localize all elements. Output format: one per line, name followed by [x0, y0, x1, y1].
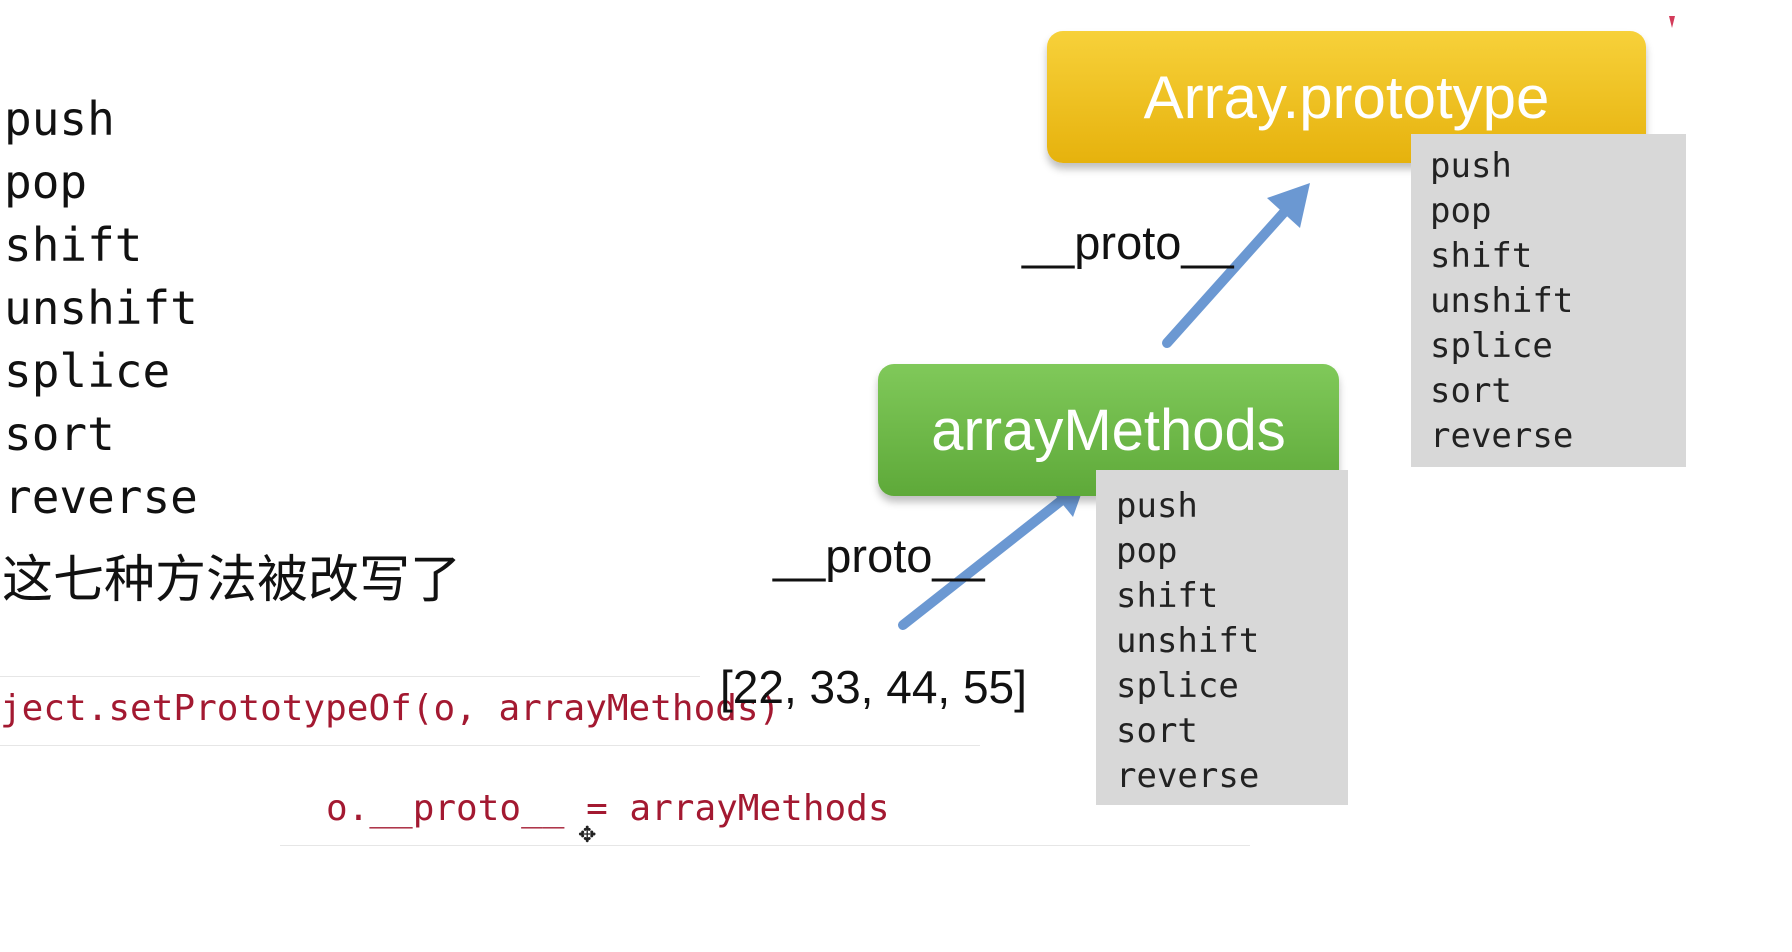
method-item: shift	[4, 218, 143, 272]
method-item: unshift	[4, 281, 198, 335]
red-marker-icon	[1669, 16, 1675, 28]
move-cursor-icon: ✥	[578, 823, 597, 848]
panel-method-item: reverse	[1116, 756, 1260, 796]
panel-method-item: pop	[1116, 531, 1178, 571]
rewritten-note: 这七种方法被改写了	[2, 551, 462, 610]
method-item: push	[4, 92, 115, 146]
panel-method-item: splice	[1116, 666, 1239, 706]
panel-method-item: sort	[1430, 371, 1512, 411]
guide-line	[0, 745, 980, 746]
method-item: sort	[4, 407, 115, 461]
panel-method-item: unshift	[1116, 621, 1260, 661]
array-methods-methods-panel: push pop shift unshift splice sort rever…	[1096, 470, 1348, 805]
panel-method-item: push	[1116, 486, 1198, 526]
panel-method-item: push	[1430, 146, 1512, 186]
panel-method-item: pop	[1430, 191, 1492, 231]
panel-method-item: splice	[1430, 326, 1553, 366]
panel-method-item: sort	[1116, 711, 1198, 751]
panel-method-item: unshift	[1430, 281, 1574, 321]
guide-line	[0, 676, 700, 677]
code-line-setprototypeof[interactable]: ject.setPrototypeOf(o, arrayMethods)	[0, 688, 781, 729]
array-prototype-methods-panel: push pop shift unshift splice sort rever…	[1411, 134, 1686, 467]
proto-link-label-lower: __proto__	[773, 529, 985, 582]
panel-method-item: shift	[1116, 576, 1219, 616]
proto-link-label-upper: __proto__	[1022, 216, 1234, 269]
method-item: pop	[4, 155, 88, 209]
left-method-list: push pop shift unshift splice sort rever…	[4, 88, 198, 529]
panel-method-item: reverse	[1430, 416, 1574, 456]
method-item: reverse	[4, 470, 198, 524]
method-item: splice	[4, 344, 171, 398]
array-instance-label: [22, 33, 44, 55]	[720, 661, 1027, 713]
array-prototype-label: Array.prototype	[1143, 63, 1550, 131]
guide-line	[280, 845, 1250, 846]
proto-arrow-upper	[1162, 183, 1310, 348]
code-line-proto-assign[interactable]: o.__proto__ = arrayMethods	[326, 788, 890, 829]
panel-method-item: shift	[1430, 236, 1533, 276]
array-methods-label: arrayMethods	[931, 397, 1286, 463]
